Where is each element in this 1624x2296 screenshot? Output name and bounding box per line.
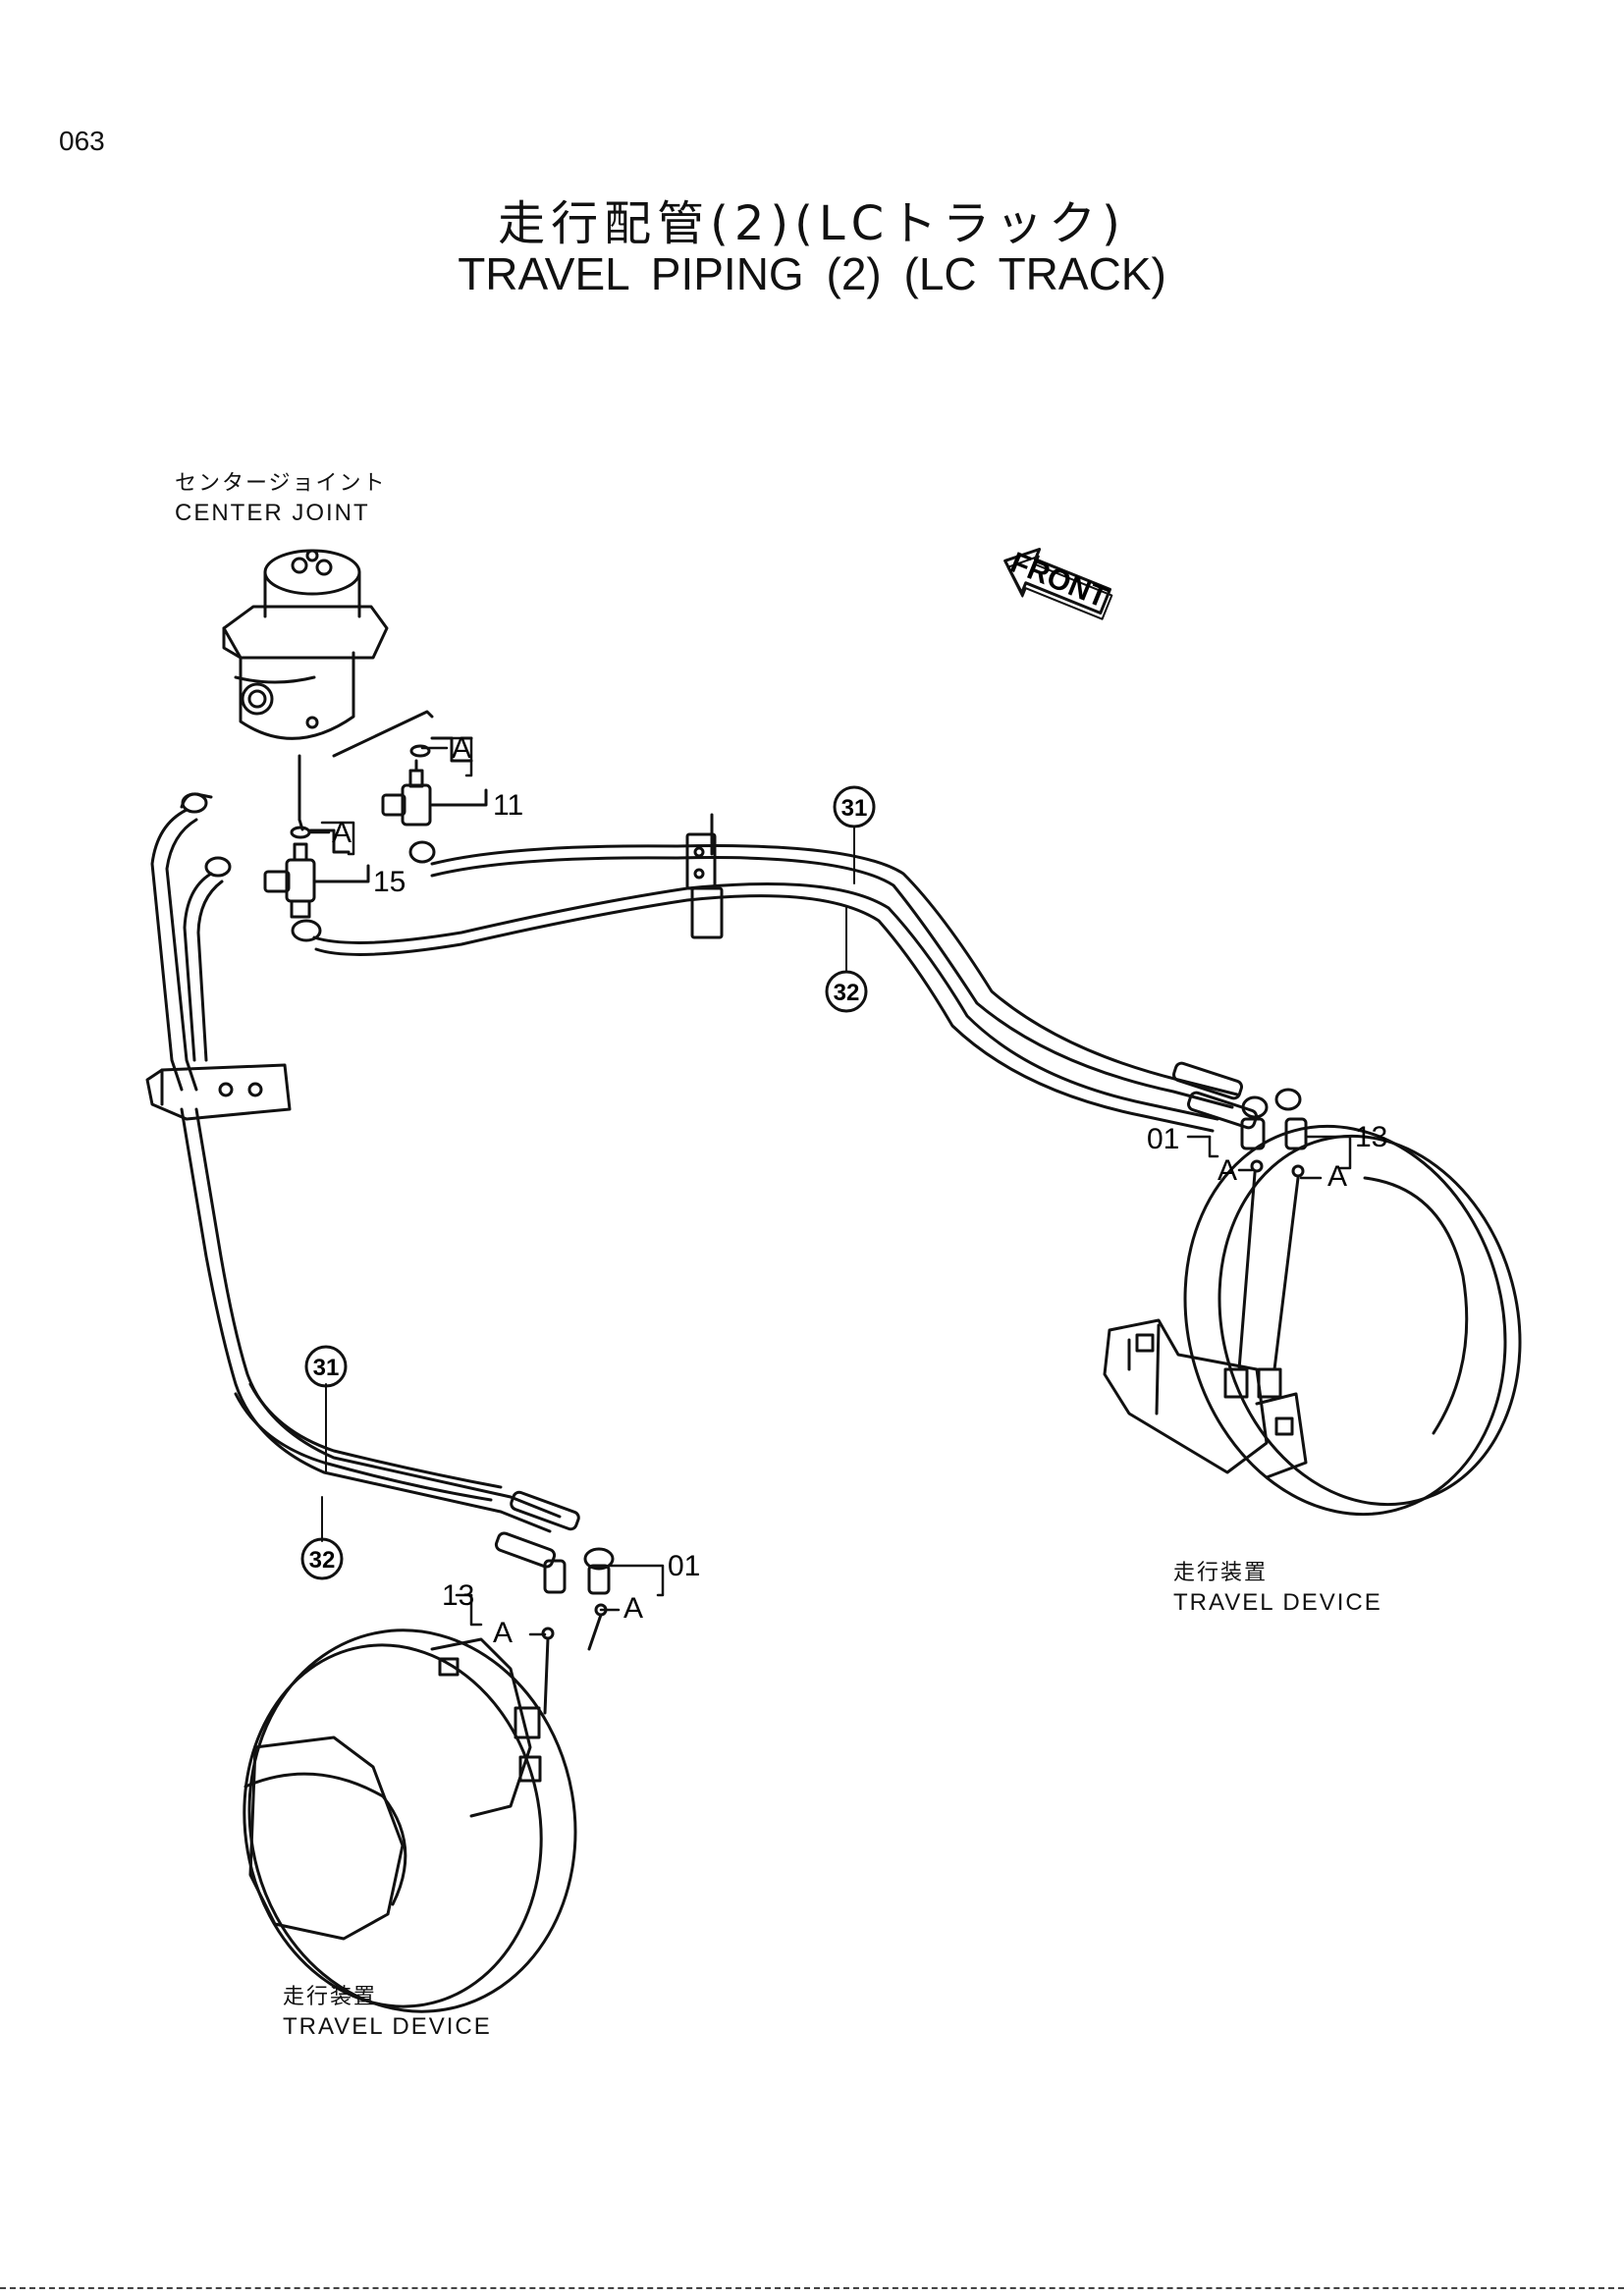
detail-a-label-2: A (332, 817, 352, 849)
page-bottom-rule (0, 2287, 1624, 2291)
fitting-15-drawing (263, 826, 316, 919)
part-number-01-right: 01 (1147, 1123, 1179, 1155)
page-number: 063 (59, 126, 105, 156)
left-hose-couplings (494, 1490, 615, 1640)
center-joint-label-en: CENTER JOINT (175, 500, 370, 526)
part-number-13-right: 13 (1355, 1121, 1387, 1153)
callout-32-lower-circle (300, 1537, 344, 1580)
part-number-15: 15 (373, 866, 406, 898)
hose-clamp-left (145, 1063, 292, 1121)
detail-a-label-4: A (1327, 1160, 1347, 1193)
fitting-11-drawing (381, 744, 432, 827)
hose-clamp-upper (685, 813, 724, 939)
callout-32-lower: 32 (309, 1547, 336, 1574)
travel-device-label-right-en: TRAVEL DEVICE (1173, 1589, 1382, 1616)
part-number-01-lower: 01 (668, 1550, 700, 1582)
detail-a-label-1: A (452, 732, 471, 765)
travel-device-right-drawing (1103, 1124, 1522, 1517)
part-number-13-lower: 13 (442, 1579, 474, 1612)
center-joint-label-jp: センタージョイント (175, 471, 387, 496)
center-joint-drawing (222, 549, 389, 740)
travel-device-label-right: 走行装置 TRAVEL DEVICE (1173, 1559, 1382, 1618)
part-number-11: 11 (493, 789, 523, 822)
detail-a-label-6: A (493, 1617, 513, 1649)
title-japanese: 走行配管(2)(LCトラック) (498, 196, 1126, 251)
front-arrow (1003, 548, 1113, 620)
callout-31-lower: 31 (313, 1355, 340, 1381)
travel-device-label-left-en: TRAVEL DEVICE (283, 2013, 492, 2040)
callout-31-upper-circle (833, 785, 876, 828)
detail-a-label-5: A (623, 1592, 643, 1625)
callout-31-lower-circle (304, 1345, 348, 1388)
detail-a-label-3: A (1218, 1154, 1237, 1187)
travel-device-label-left: 走行装置 TRAVEL DEVICE (283, 1983, 492, 2042)
callout-32-upper: 32 (834, 980, 860, 1006)
callout-32-upper-circle (825, 970, 868, 1013)
front-arrow-label: FRONT (1005, 547, 1111, 614)
detail-a-brackets (307, 736, 1352, 1636)
right-hose-couplings (1171, 1061, 1308, 1178)
callout-31-upper: 31 (841, 795, 868, 822)
travel-device-label-right-jp: 走行装置 (1173, 1561, 1269, 1585)
travel-device-left-drawing (243, 1629, 577, 2013)
center-joint-label: センタージョイント CENTER JOINT (175, 469, 387, 528)
title-english: TRAVEL PIPING (2) (LC TRACK) (458, 248, 1166, 299)
